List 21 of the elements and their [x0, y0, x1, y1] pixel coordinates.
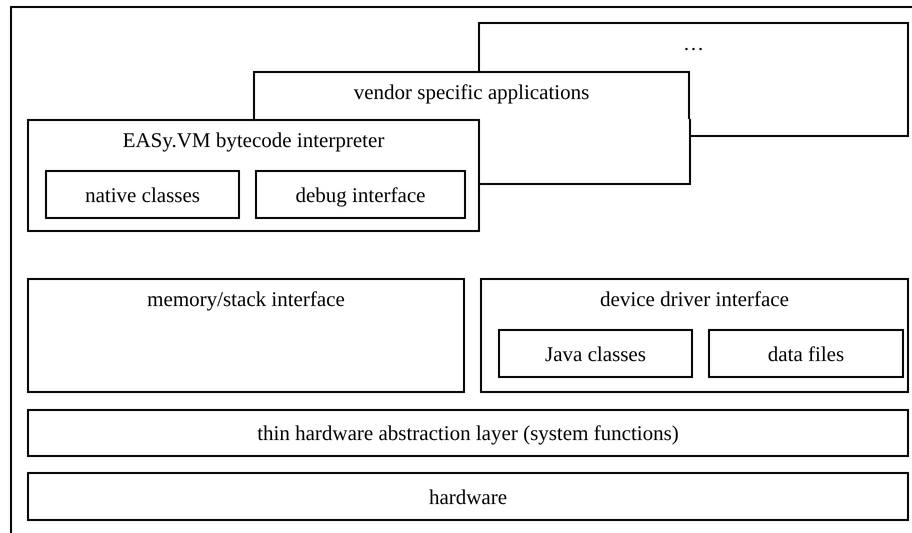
layer-label: thin hardware abstraction layer (system functions) — [257, 420, 679, 446]
layer-label: device driver interface — [600, 286, 789, 312]
layer-label: vendor specific applications — [354, 79, 590, 105]
layer-box — [480, 278, 909, 393]
layer-label: native classes — [85, 182, 200, 208]
layer-box — [27, 472, 909, 521]
layer-box — [478, 22, 909, 71]
layer-label: Java classes — [545, 340, 646, 366]
layer-box — [255, 170, 466, 219]
layer-box — [45, 170, 240, 219]
layer-box — [27, 409, 909, 457]
layer-box — [708, 329, 904, 378]
layer-label: debug interface — [295, 182, 426, 208]
layer-box — [498, 329, 693, 378]
layer-box — [27, 278, 465, 393]
layer-label: EASy.VM bytecode interpreter — [122, 127, 384, 153]
layer-label: hardware — [428, 484, 508, 510]
layer-label: … — [683, 30, 704, 56]
layer-label: memory/stack interface — [147, 286, 345, 312]
layer-box — [27, 119, 480, 232]
layer-label: data files — [768, 340, 844, 366]
